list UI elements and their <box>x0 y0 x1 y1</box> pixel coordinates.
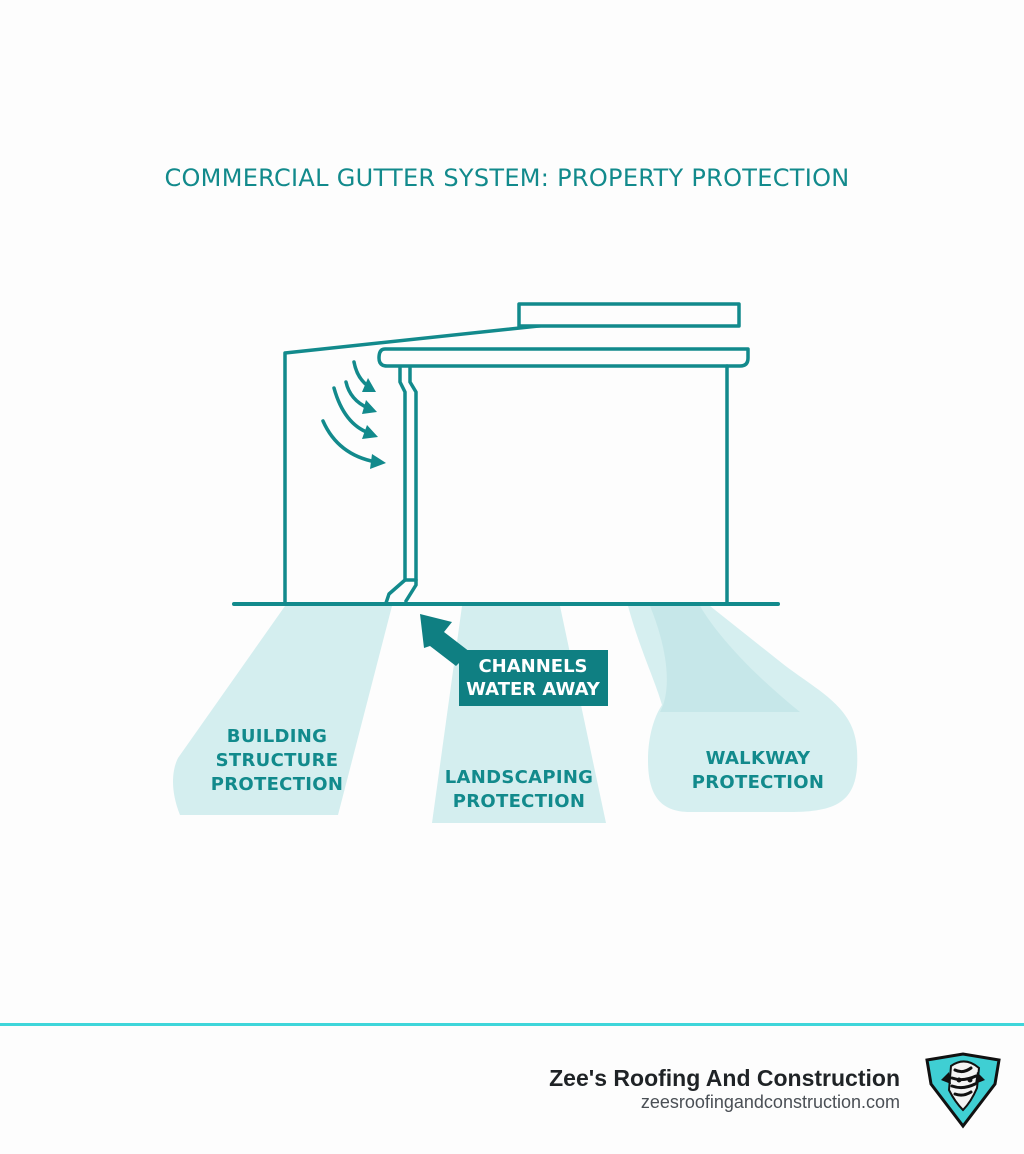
arrowhead-icon <box>362 425 378 439</box>
building-outline <box>283 302 750 606</box>
logo-ear <box>975 1072 985 1084</box>
arrowhead-icon <box>362 400 377 414</box>
water-arrow-1 <box>352 360 370 388</box>
callout-line-1: CHANNELS <box>478 656 587 677</box>
gutter-eave <box>377 347 750 368</box>
arrowhead-icon <box>362 378 376 392</box>
company-name: Zee's Roofing And Construction <box>549 1065 900 1091</box>
footer-divider <box>0 1023 1024 1026</box>
callout-arrow-icon <box>420 614 470 666</box>
zone-label-line: PROTECTION <box>692 772 824 793</box>
walkway-zone-highlight <box>650 606 800 712</box>
zone-label-line: PROTECTION <box>453 791 585 812</box>
callout-line-2: WATER AWAY <box>466 679 601 700</box>
walkway-label: WALKWAY PROTECTION <box>692 748 824 793</box>
zone-label-line: WALKWAY <box>706 748 811 769</box>
sloped-roof <box>283 323 550 606</box>
channels-callout: CHANNELS WATER AWAY <box>420 614 608 706</box>
logo-eye <box>956 1077 962 1083</box>
footer-brand: Zee's Roofing And Construction zeesroofi… <box>549 1064 900 1112</box>
downspout-left <box>384 366 407 605</box>
zone-label-line: LANDSCAPING <box>445 767 594 788</box>
zone-label-line: BUILDING <box>227 726 327 747</box>
landscaping-label: LANDSCAPING PROTECTION <box>445 767 594 812</box>
gutter-diagram: COMMERCIAL GUTTER SYSTEM: PROPERTY PROTE… <box>164 164 858 823</box>
building-structure-label: BUILDING STRUCTURE PROTECTION <box>211 726 343 795</box>
zebra-shield-logo-icon <box>925 1052 1001 1129</box>
callout-box <box>459 650 608 706</box>
zone-label-line: STRUCTURE <box>216 750 339 771</box>
water-arrowheads <box>362 378 386 469</box>
roof-parapet <box>517 302 741 328</box>
zone-label-line: PROTECTION <box>211 774 343 795</box>
company-url: zeesroofingandconstruction.com <box>640 1092 900 1112</box>
diagram-title: COMMERCIAL GUTTER SYSTEM: PROPERTY PROTE… <box>164 164 849 192</box>
logo-zebra-head <box>947 1060 981 1112</box>
building-zone-shape <box>173 606 392 815</box>
logo-eye <box>967 1077 973 1083</box>
water-arrow-4 <box>321 419 378 464</box>
logo-zebra-stripes <box>950 1066 978 1097</box>
downspout-right <box>404 366 418 603</box>
logo-ear <box>941 1072 951 1084</box>
arrowhead-icon <box>370 454 386 469</box>
